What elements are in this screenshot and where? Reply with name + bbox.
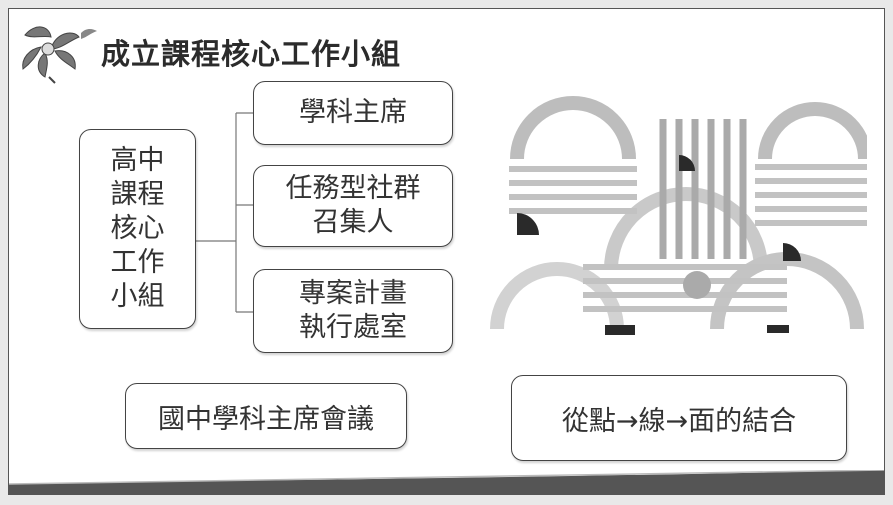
group-line: 高中 (110, 145, 165, 176)
slide: 成立課程核心工作小組 高中 課程 核心 工作 小組 學科主席 任務型社群 召集人… (8, 8, 885, 495)
branch-line: 召集人 (312, 207, 394, 238)
group-line: 課程 (110, 179, 165, 210)
flower-logo-icon (22, 26, 97, 84)
branch-line: 專案計畫 (299, 278, 407, 309)
core-group-box: 高中 課程 核心 工作 小組 (79, 129, 196, 329)
point-line-surface-label: 從點→線→面的結合 (561, 405, 797, 437)
junior-high-meeting-label: 國中學科主席會議 (158, 403, 374, 435)
abstract-art-graphic (490, 96, 867, 335)
junior-high-meeting-box: 國中學科主席會議 (125, 383, 407, 449)
tree-connector (196, 112, 253, 313)
branch-box-project-office: 專案計畫 執行處室 (253, 269, 453, 353)
footer-band (9, 470, 884, 494)
branch-box-subject-chair: 學科主席 (253, 81, 453, 145)
group-line: 工作 (110, 247, 165, 278)
group-line: 核心 (110, 213, 165, 244)
group-line: 小組 (110, 281, 165, 312)
branch-line: 任務型社群 (285, 173, 421, 204)
branch-box-task-community: 任務型社群 召集人 (253, 165, 453, 247)
branch-line: 學科主席 (299, 97, 407, 128)
page-title: 成立課程核心工作小組 (101, 37, 402, 71)
branch-line: 執行處室 (299, 312, 407, 343)
point-line-surface-box: 從點→線→面的結合 (511, 375, 847, 461)
